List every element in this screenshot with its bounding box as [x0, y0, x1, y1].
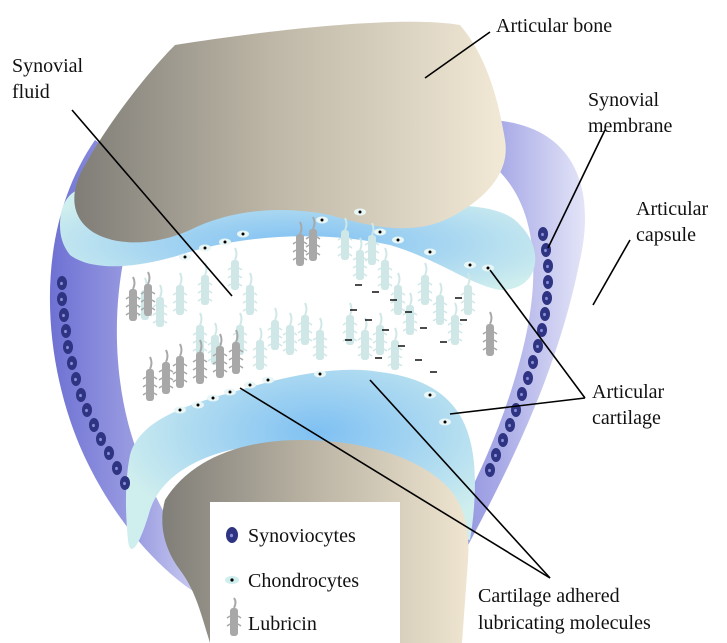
label-synovial-fluid-line1: Synovial: [12, 55, 84, 77]
label-cartilage-adhered-line1: Cartilage adhered: [478, 585, 620, 607]
chondrocyte-icon: [225, 576, 239, 584]
label-articular-capsule-line2: capsule: [636, 224, 696, 246]
label-articular-cartilage-line1: Articular: [592, 381, 665, 403]
synoviocyte-icon: [226, 527, 238, 543]
label-synovial-membrane-line2: membrane: [588, 115, 673, 137]
label-synovial-membrane-line1: Synovial: [588, 89, 660, 111]
label-articular-cartilage-line2: cartilage: [592, 407, 661, 429]
label-articular-bone: Articular bone: [496, 15, 612, 37]
legend-label-lubricin: Lubricin: [248, 613, 317, 635]
legend-label-chondrocytes: Chondrocytes: [248, 570, 359, 592]
label-articular-capsule-line1: Articular: [636, 198, 709, 220]
label-synovial-fluid-line2: fluid: [12, 81, 50, 103]
legend-label-synoviocytes: Synoviocytes: [248, 525, 356, 547]
legend: Synoviocytes Chondrocytes Lubricin: [210, 502, 400, 643]
label-cartilage-adhered-line2: lubricating molecules: [478, 612, 651, 634]
articular-bone-top: [74, 22, 505, 243]
